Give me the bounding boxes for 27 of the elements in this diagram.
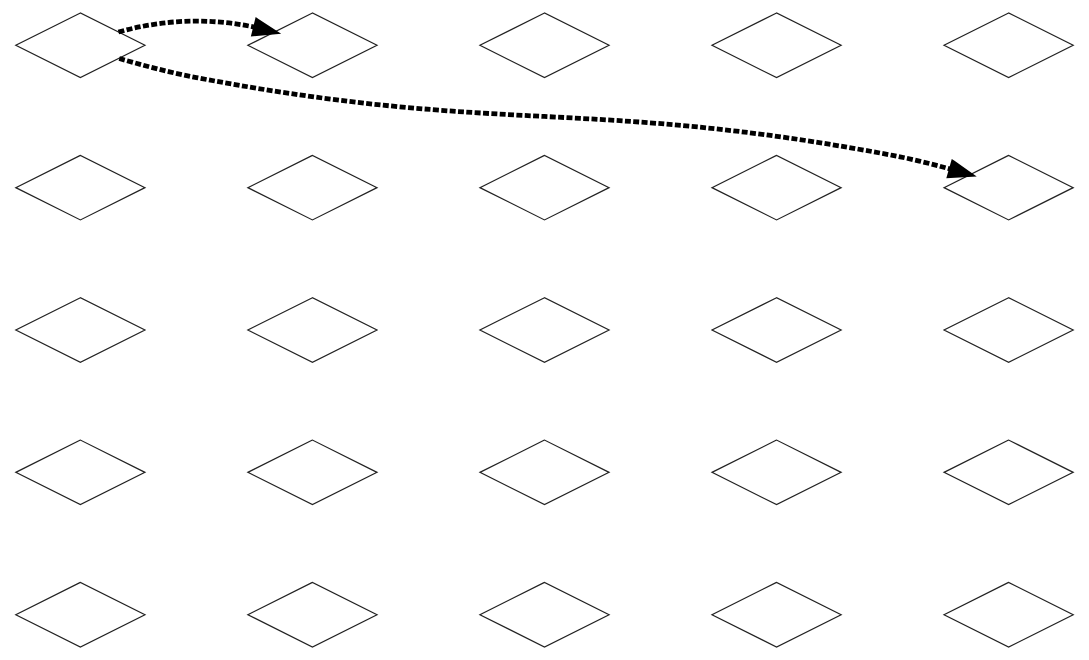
arrow xyxy=(118,56,977,179)
node-diamond xyxy=(246,12,379,79)
node-diamond xyxy=(14,581,147,648)
node-diamond xyxy=(710,154,843,221)
node-diamond xyxy=(710,581,843,648)
node-diamond xyxy=(246,439,379,506)
node-diamond xyxy=(478,439,611,506)
node-diamond xyxy=(14,297,147,363)
node-diamond xyxy=(14,12,147,79)
node-diamond xyxy=(478,154,611,221)
node-diamond xyxy=(246,154,379,221)
node-diamond xyxy=(942,154,1075,221)
node-diamond xyxy=(942,439,1075,506)
node-diamond xyxy=(246,581,379,648)
node-diamond xyxy=(478,297,611,363)
node-diamond xyxy=(710,297,843,363)
node-diamond xyxy=(942,581,1075,648)
node-diamond xyxy=(478,581,611,648)
node-diamond xyxy=(942,12,1075,79)
node-diamond xyxy=(14,439,147,506)
node-diamond xyxy=(246,297,379,363)
node-diamond xyxy=(710,439,843,506)
node-diamond xyxy=(478,12,611,79)
node-diamond xyxy=(14,154,147,221)
node-diamond xyxy=(710,12,843,79)
node-diamond xyxy=(942,297,1075,363)
arrow xyxy=(117,17,282,37)
